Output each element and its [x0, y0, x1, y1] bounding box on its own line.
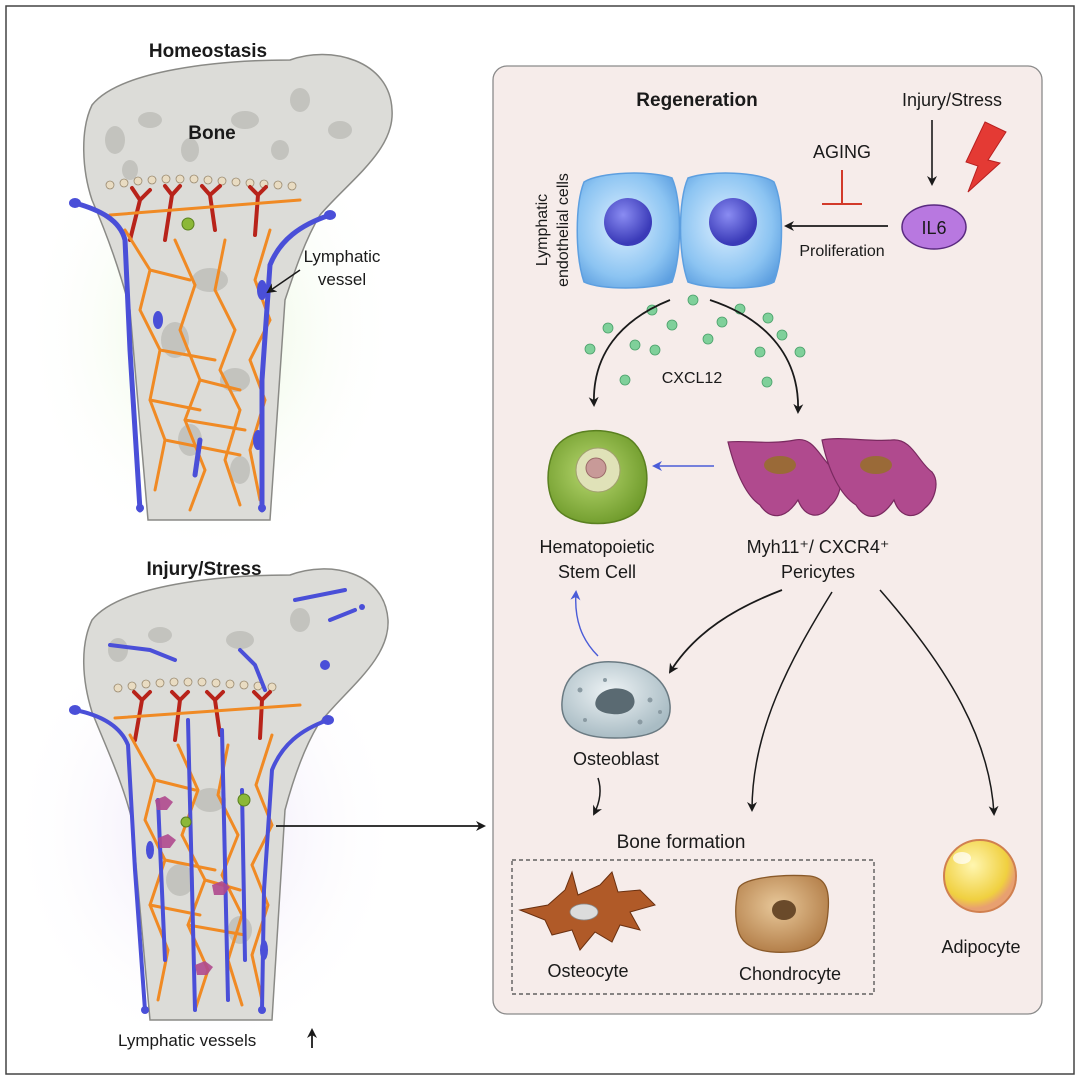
lightning-bolt-icon [965, 121, 1007, 193]
outer-frame [5, 5, 1075, 1075]
osteoblast-to-bone-formation-arrow [593, 777, 603, 816]
homeostasis-title: Homeostasis [149, 41, 267, 62]
regeneration-title: Regeneration [636, 90, 757, 111]
pericytes-label-line2: Pericytes [781, 562, 855, 582]
lec-to-hsc-arrow [588, 299, 671, 407]
hematopoietic-stem-cell [547, 429, 648, 525]
pericytes [727, 438, 937, 517]
proliferation-label: Proliferation [799, 243, 884, 260]
lec-label-line2: endothelial cells [555, 173, 572, 287]
pericytes-to-adipocyte-arrow [879, 589, 999, 816]
bone-homeostasis [20, 53, 400, 560]
hsc-label-line1: Hematopoietic [539, 537, 654, 557]
osteoblast [561, 661, 671, 739]
pericytes-to-osteoblast-arrow [668, 589, 783, 674]
lymphatic-vessel-label-line1: Lymphatic [304, 247, 381, 266]
lymphatic-endothelial-cells [576, 172, 783, 289]
adipocyte [943, 839, 1017, 913]
lymphatic-vessels-increase-label: Lymphatic vessels [118, 1031, 256, 1050]
osteocyte [518, 870, 656, 951]
osteoblast-to-hsc-arrow [570, 590, 599, 657]
chondrocyte [735, 874, 830, 953]
bone-injury [5, 568, 405, 1060]
bone-formation-box [511, 859, 875, 995]
bone-label: Bone [188, 123, 236, 144]
aging-label: AGING [813, 142, 871, 162]
osteocyte-label: Osteocyte [547, 961, 628, 981]
chondrocyte-label: Chondrocyte [739, 964, 841, 984]
injury-stress-title-left: Injury/Stress [146, 559, 261, 580]
bone-formation-label: Bone formation [617, 832, 746, 853]
adipocyte-label: Adipocyte [941, 937, 1020, 957]
lymphatic-vessel-pointer-arrow [266, 269, 301, 294]
pericytes-to-chondrocyte-arrow [747, 591, 833, 812]
lymphatic-vessel-label-line2: vessel [318, 270, 366, 289]
injury-stress-label-right: Injury/Stress [902, 90, 1002, 110]
lec-to-pericytes-arrow [709, 299, 804, 414]
il6-node [901, 204, 967, 250]
osteoblast-label: Osteoblast [573, 749, 659, 769]
il6-label: IL6 [921, 218, 946, 238]
lec-label-line1: Lymphatic [534, 194, 551, 266]
pericytes-label-line1: Myh11⁺/ CXCR4⁺ [747, 537, 890, 557]
regeneration-panel [492, 65, 1043, 1015]
hsc-label-line2: Stem Cell [558, 562, 636, 582]
cxcl12-label: CXCL12 [662, 370, 723, 387]
